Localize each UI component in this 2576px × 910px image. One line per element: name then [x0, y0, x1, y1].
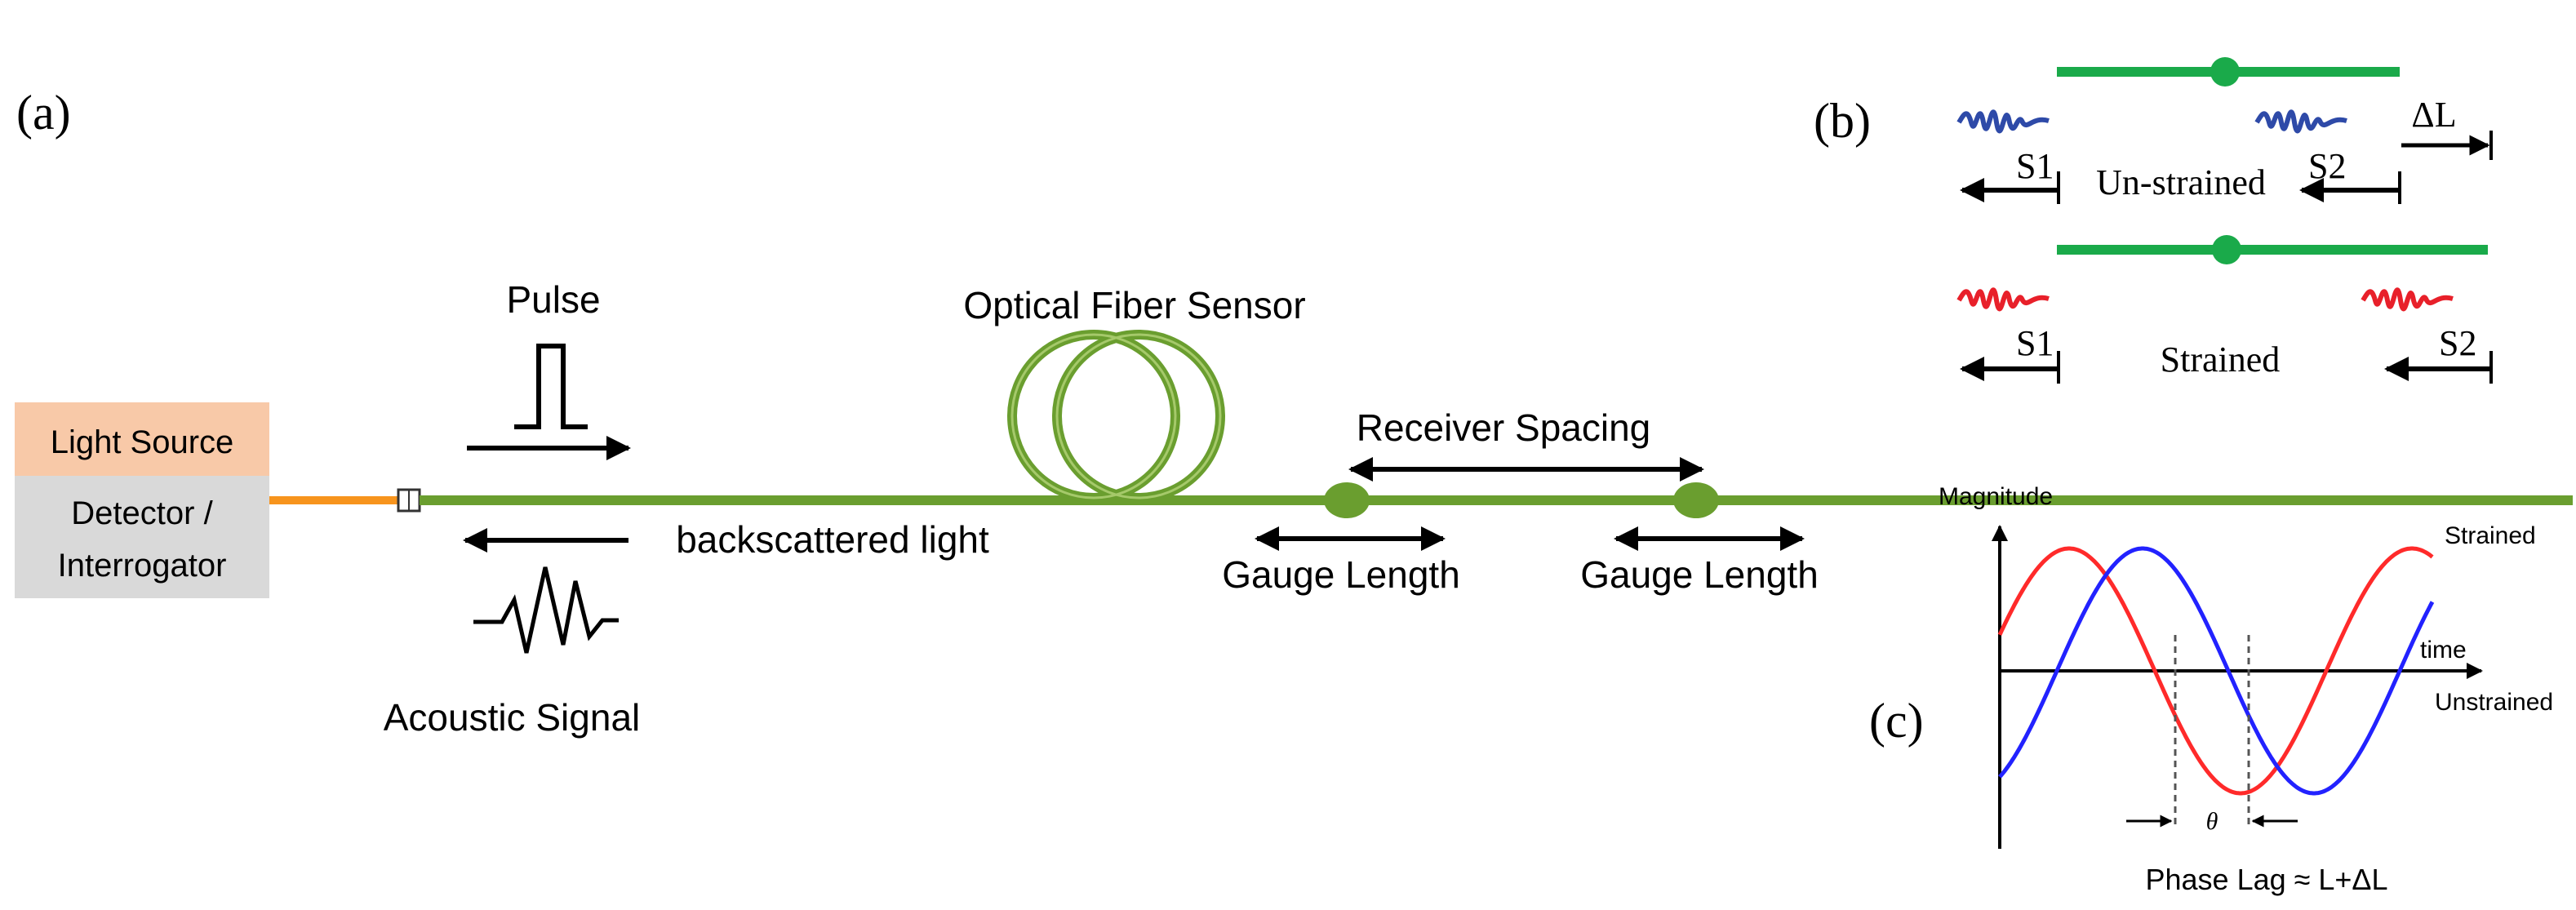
- theta-label: θ: [2206, 808, 2218, 835]
- blue-wave-s2: [2254, 109, 2347, 134]
- acoustic-signal-label: Acoustic Signal: [384, 696, 641, 739]
- phase-lag-label: Phase Lag ≈ L+ΔL: [2145, 863, 2387, 896]
- receiver-node-2: [1673, 482, 1719, 518]
- s2-top-label: S2: [2308, 146, 2346, 186]
- detector-label-line1: Detector /: [71, 495, 213, 531]
- receiver-node-1: [1324, 482, 1370, 518]
- light-source-label: Light Source: [51, 424, 234, 460]
- unstrained-curve: [1998, 546, 2435, 796]
- s1-bottom-label: S1: [2016, 323, 2054, 363]
- acoustic-signal-shape: [473, 566, 619, 654]
- red-wave-s1: [1956, 287, 2050, 312]
- gauge-length-label-1: Gauge Length: [1222, 553, 1460, 596]
- strained-label: Strained: [2161, 340, 2281, 380]
- pulse-shape: [514, 344, 588, 429]
- receiver-spacing-label: Receiver Spacing: [1357, 406, 1651, 449]
- red-wave-s2: [2361, 287, 2454, 312]
- gauge-length-label-2: Gauge Length: [1580, 553, 1819, 596]
- light-source-box: [15, 402, 269, 476]
- magnitude-label: Magnitude: [1939, 483, 2053, 510]
- strained-curve: [1997, 546, 2434, 796]
- panel-label-c: (c): [1869, 694, 1924, 748]
- pulse-label: Pulse: [506, 278, 600, 321]
- fiber-coil: [1007, 330, 1225, 503]
- unstrained-curve-label: Unstrained: [2435, 689, 2553, 716]
- backscattered-light-label: backscattered light: [676, 518, 989, 561]
- un-strained-label: Un-strained: [2096, 162, 2266, 202]
- time-label: time: [2420, 637, 2467, 664]
- panel-label-a: (a): [16, 86, 71, 140]
- detector-label-line2: Interrogator: [58, 548, 227, 584]
- s2-bottom-label: S2: [2439, 323, 2476, 363]
- panel-c: Magnitude time Strained Unstrained θ Pha…: [1939, 483, 2553, 896]
- s1-top-label: S1: [2016, 146, 2054, 186]
- blue-wave-s1: [1956, 109, 2050, 134]
- delta-l-label: ΔL: [2411, 95, 2456, 135]
- strained-curve-label: Strained: [2445, 522, 2536, 549]
- optical-fiber-sensor-label: Optical Fiber Sensor: [963, 284, 1305, 326]
- panel-a: Light Source Detector / Interrogator Opt…: [15, 278, 2573, 739]
- panel-label-b: (b): [1814, 94, 1871, 148]
- detector-box: [15, 476, 269, 598]
- panel-b: ΔL S1 Un-strained S2 S1 Strained S2: [1956, 57, 2493, 384]
